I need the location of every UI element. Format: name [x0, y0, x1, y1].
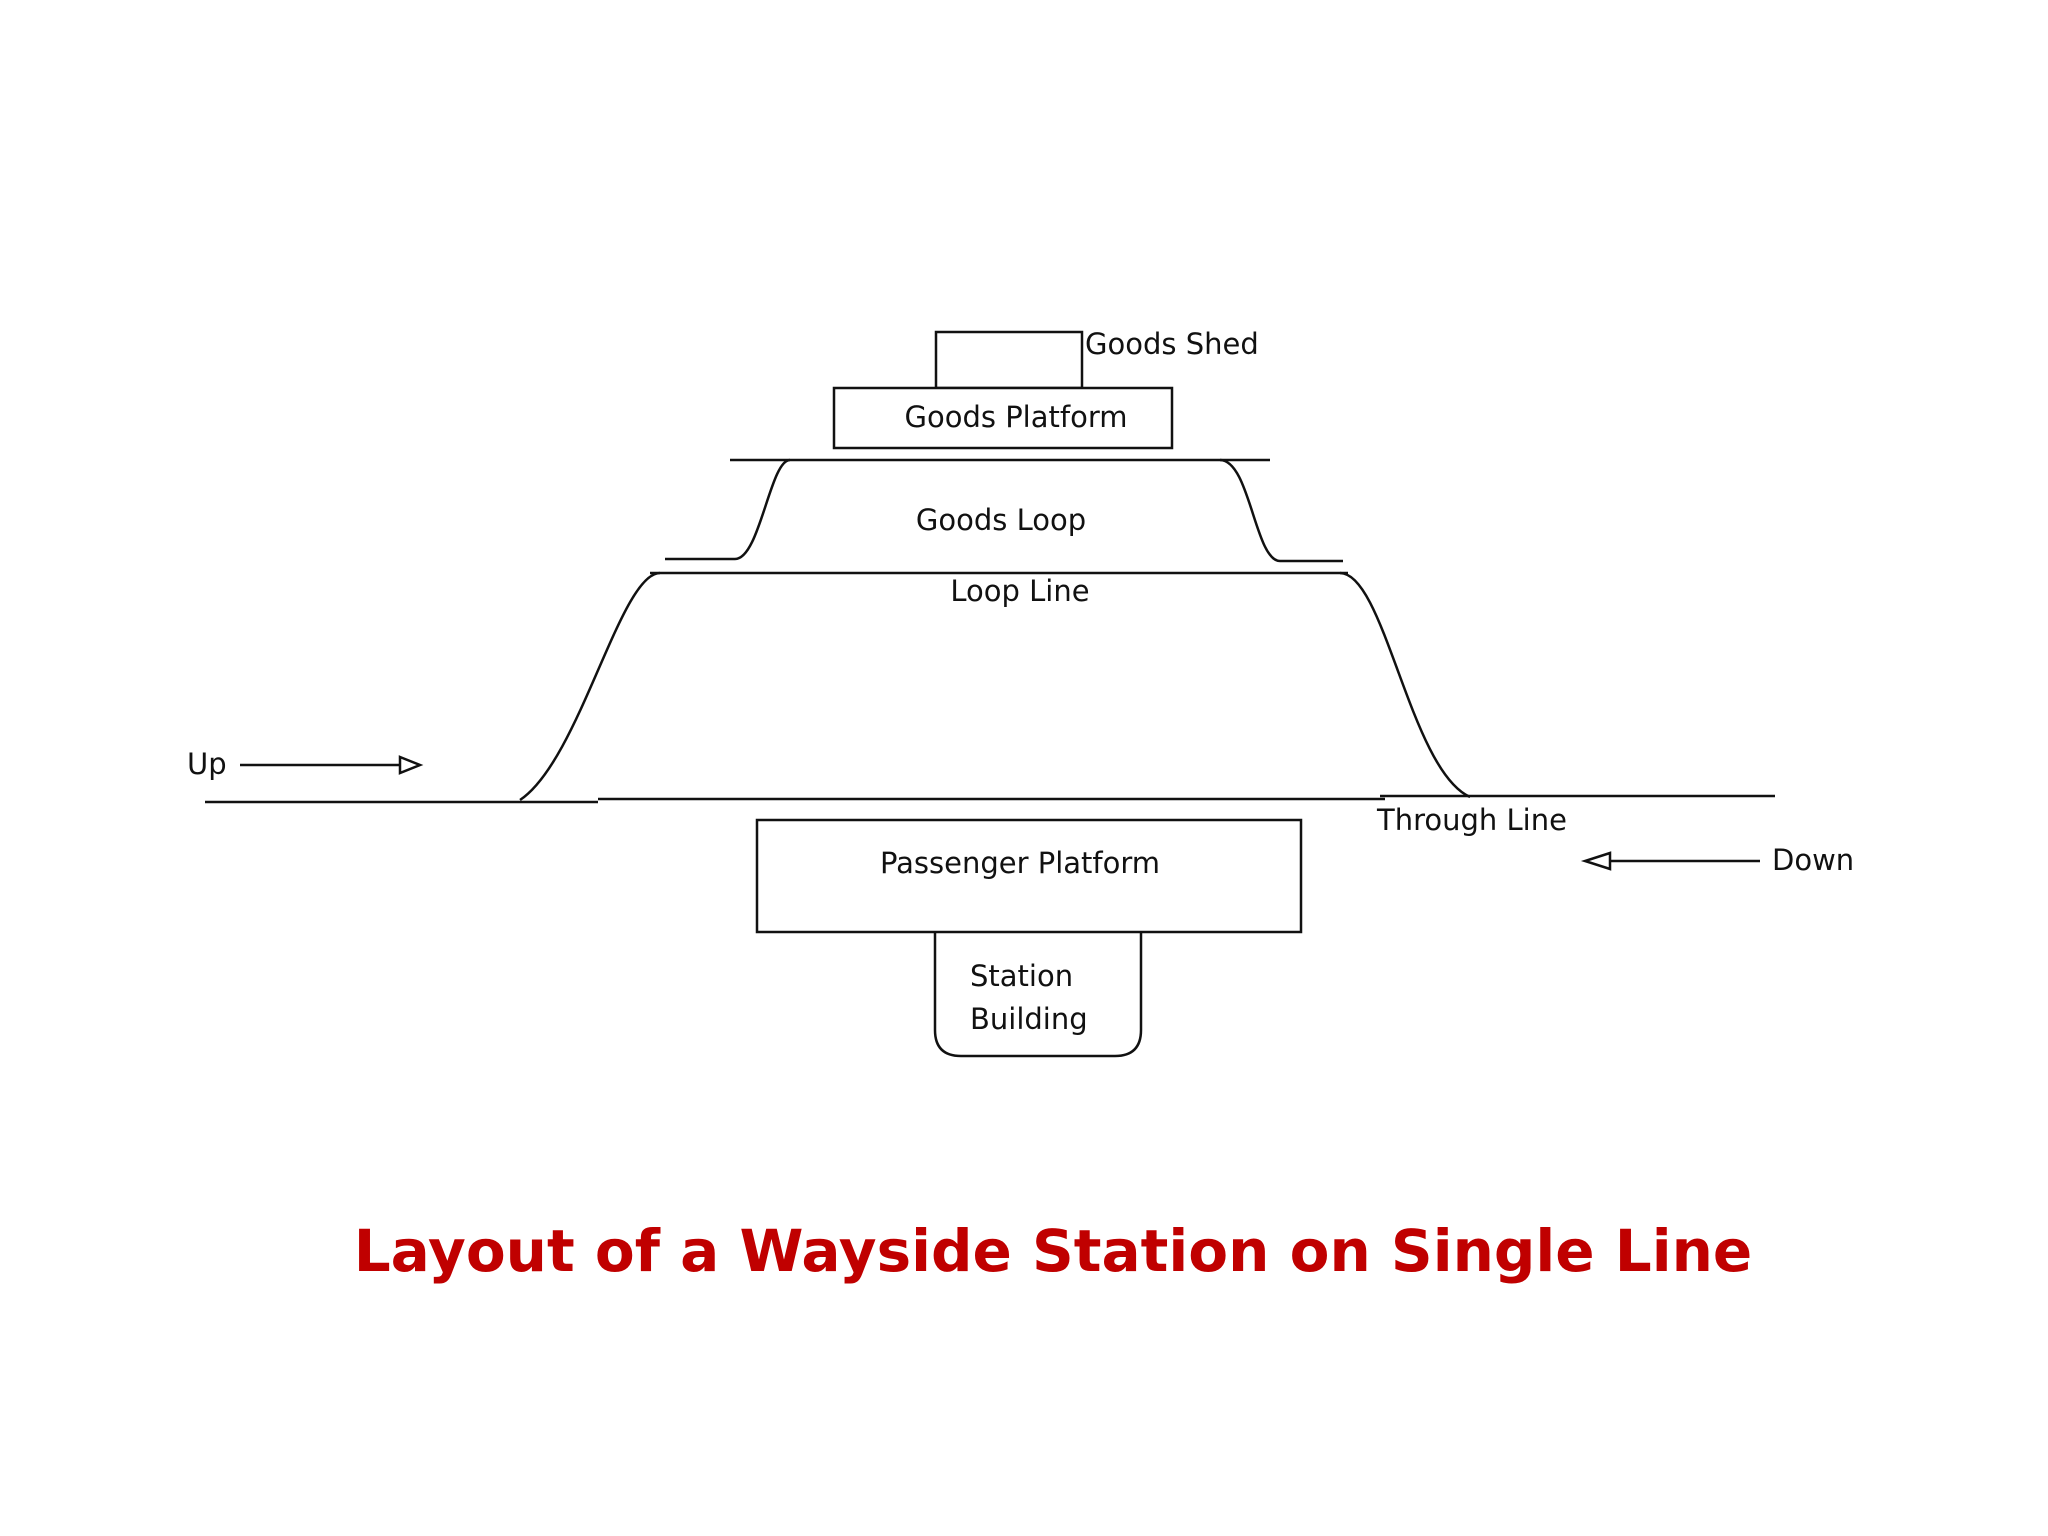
passenger-platform-label: Passenger Platform: [880, 846, 1160, 880]
goods-loop-right-curve: [1219, 458, 1343, 563]
goods-platform-box: [832, 386, 1174, 450]
station-building-outline: [933, 932, 1143, 1058]
goods-platform-label: Goods Platform: [905, 400, 1128, 434]
goods-shed-label: Goods Shed: [1085, 327, 1259, 361]
goods-loop-label: Goods Loop: [916, 503, 1086, 537]
station-building-label-line2: Building: [970, 1002, 1088, 1036]
loop-line-label: Loop Line: [950, 574, 1089, 608]
goods-shed-box: [934, 330, 1084, 390]
loop-line-right-curve: [1339, 571, 1471, 799]
down-label: Down: [1772, 843, 1854, 877]
up-label: Up: [187, 747, 227, 781]
through-line-label: Through Line: [1376, 803, 1567, 837]
down-arrow-head: [1580, 851, 1612, 871]
passenger-platform-box: [755, 818, 1303, 934]
station-building-label-line1: Station: [970, 959, 1073, 993]
up-arrow-head: [398, 755, 424, 775]
loop-line-left-curve: [519, 571, 661, 802]
goods-loop-left-curve: [665, 458, 791, 561]
diagram-title: Layout of a Wayside Station on Single Li…: [354, 1217, 1753, 1285]
